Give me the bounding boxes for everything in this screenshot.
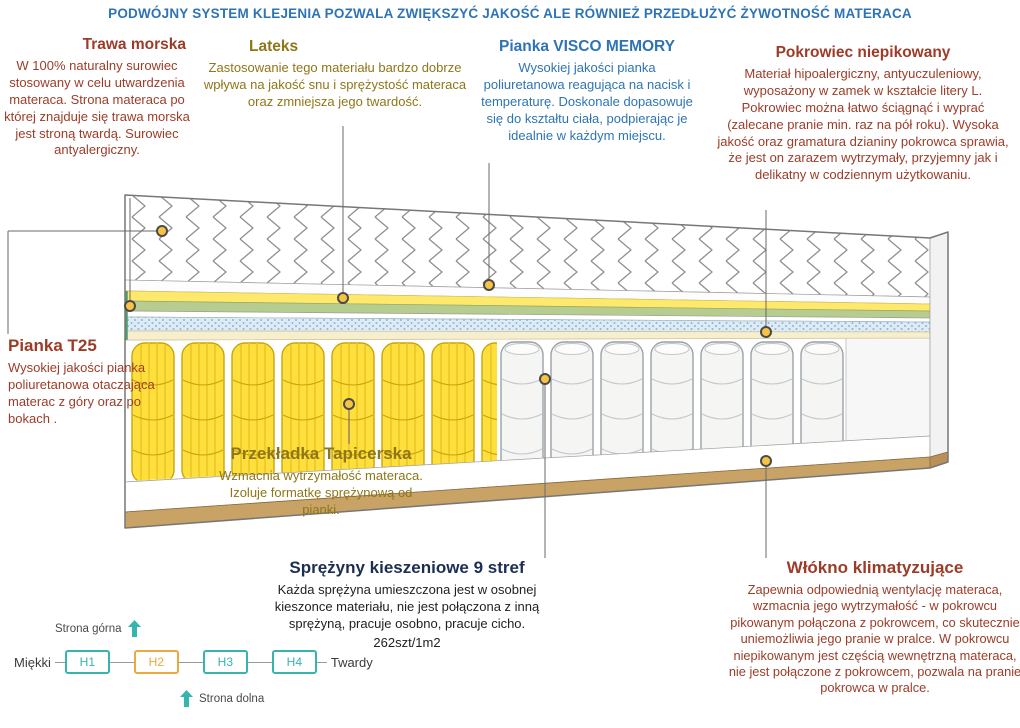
mattress-right-end	[929, 231, 949, 458]
top-banner: PODWÓJNY SYSTEM KLEJENIA POZWALA ZWIĘKSZ…	[108, 6, 912, 21]
layer-springs-covered-face	[845, 337, 931, 442]
callout-body-sprezyny: Każda sprężyna umieszczona jest w osobne…	[274, 582, 540, 631]
callout-lines	[7, 126, 767, 558]
callout-body-wlokno: Zapewnia odpowiednią wentylację materaca…	[728, 582, 1020, 696]
top-side-indicator: Strona górna	[55, 620, 141, 637]
callout-dot-lateks	[337, 292, 349, 304]
callout-body-pokrowiec: Materiał hipoalergiczny, antyuczuleniowy…	[717, 66, 1009, 183]
hardness-level-h1: H1	[64, 650, 110, 674]
callout-title-lateks: Lateks	[249, 38, 299, 55]
callout-body-visco: Wysokiej jakości pianka poliuretanowa re…	[481, 60, 693, 143]
callout-title-trawa: Trawa morska	[82, 36, 186, 53]
callout-pianka-visco-memory: Pianka VISCO MEMORY Wysokiej jakości pia…	[480, 38, 694, 144]
layer-springs-white	[497, 338, 846, 461]
callout-dot-t25	[156, 225, 168, 237]
hard-label: Twardy	[330, 654, 373, 670]
callout-dot-przekladka	[343, 398, 355, 410]
callout-title-t25: Pianka T25	[8, 336, 97, 355]
callout-title-sprezyny: Sprężyny kieszeniowe 9 stref	[289, 558, 525, 577]
layer-springs-yellow	[128, 339, 497, 481]
hardness-level-h4-label: H4	[286, 655, 303, 669]
callout-title-wlokno: Włókno klimatyzujące	[786, 558, 964, 577]
layer-mesh-dots	[125, 317, 930, 332]
layer-visco-zigzag-pattern	[125, 195, 930, 297]
callout-dot-sprezyny	[539, 373, 551, 385]
hardness-track: H1 H2 H3 H4	[54, 650, 327, 674]
callout-dot-pokrowiec	[760, 326, 772, 338]
hardness-level-h3: H3	[202, 650, 248, 674]
callout-body-przekladka: Wzmacnia wytrzymałość materaca. Izoluje …	[219, 468, 423, 517]
up-arrow-icon	[180, 690, 193, 707]
callout-body-trawa: W 100% naturalny surowiec stosowany w ce…	[4, 58, 190, 158]
spring-density-value: 262szt/1m2	[373, 634, 441, 650]
bottom-side-indicator: Strona dolna	[180, 690, 264, 707]
hardness-track-line	[54, 662, 327, 663]
bottom-side-label: Strona dolna	[199, 692, 265, 705]
callout-sprezyny-kieszeniowe: Sprężyny kieszeniowe 9 stref Każda spręż…	[248, 558, 566, 650]
callout-wlokno-klimatyzujace: Włókno klimatyzujące Zapewnia odpowiedni…	[728, 558, 1020, 697]
hardness-scale: Miękki H1 H2 H3 H4 Twardy	[14, 650, 373, 674]
callout-title-przekladka: Przekładka Tapicerska	[230, 444, 412, 463]
callout-title-visco: Pianka VISCO MEMORY	[499, 38, 675, 55]
up-arrow-icon	[127, 620, 141, 637]
callout-title-pokrowiec: Pokrowiec niepikowany	[775, 44, 951, 61]
callout-body-lateks: Zastosowanie tego materiału bardzo dobrz…	[203, 60, 467, 109]
callout-body-t25: Wysokiej jakości pianka poliuretanowa ot…	[8, 360, 155, 426]
hardness-level-h4: H4	[271, 650, 317, 674]
callout-dot-visco	[483, 279, 495, 291]
callout-pianka-t25: Pianka T25 Wysokiej jakości pianka poliu…	[8, 336, 184, 428]
mattress-outline	[124, 194, 949, 529]
hardness-level-h2-label: H2	[148, 655, 165, 669]
soft-label: Miękki	[14, 654, 51, 670]
callout-lateks: Lateks Zastosowanie tego materiału bardz…	[203, 38, 467, 111]
callout-trawa-morska: Trawa morska W 100% naturalny surowiec s…	[4, 36, 190, 159]
hardness-level-h1-label: H1	[79, 655, 96, 669]
callout-pokrowiec-niepikowany: Pokrowiec niepikowany Materiał hipoalerg…	[716, 44, 1010, 184]
hardness-level-h3-label: H3	[217, 655, 234, 669]
hardness-level-h2: H2	[133, 650, 179, 674]
callout-przekladka-tapicerska: Przekładka Tapicerska Wzmacnia wytrzymał…	[212, 444, 430, 519]
callout-dot-wlokno	[760, 455, 772, 467]
top-side-label: Strona górna	[55, 622, 122, 635]
callout-dots	[124, 225, 772, 467]
callout-dot-trawa	[124, 300, 136, 312]
